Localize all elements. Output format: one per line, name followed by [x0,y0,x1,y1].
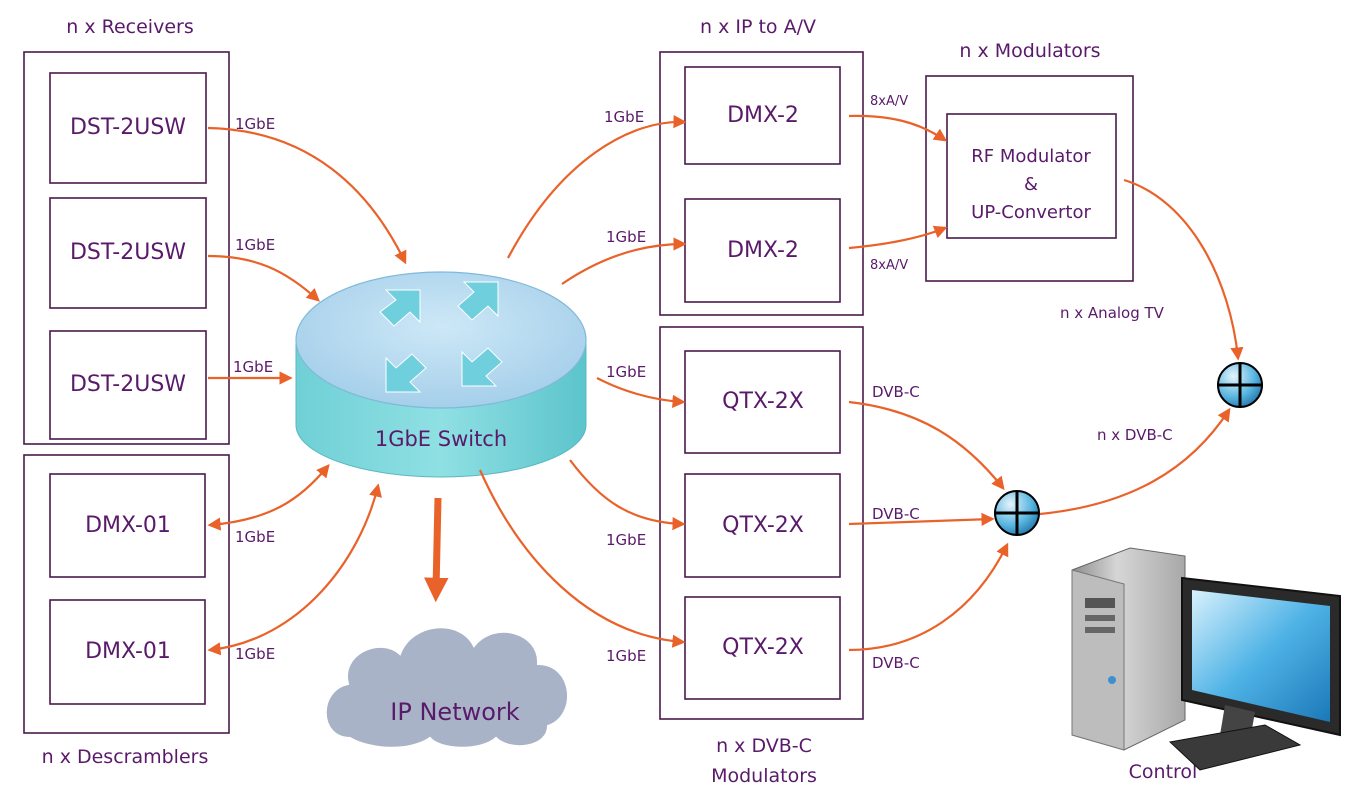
link-label: 1GbE [606,228,646,246]
control-label: Control [1129,761,1198,783]
qtx-label-2: QTX-2X [722,513,804,538]
link-label: 1GbE [233,358,273,376]
descrambler-label-2: DMX-01 [85,639,171,664]
rf-modulator-label-3: UP-Convertor [971,202,1091,223]
cloud-label: IP Network [390,698,519,726]
arrows [207,114,1244,656]
computer-icon[interactable] [1071,547,1341,771]
n-dvbc-label: n x DVB-C [1097,426,1173,444]
link-label: 1GbE [235,115,275,133]
descrambler-box-1[interactable] [49,473,206,578]
av-label-2: 8xA/V [870,258,908,273]
dvbc-label-2: DVB-C [872,505,920,523]
analog-tv-label: n x Analog TV [1060,304,1165,322]
dvbc-modulators-header-line1: n x DVB-C [716,735,812,757]
cloud-icon[interactable]: IP Network [324,626,570,749]
modulators-header: n x Modulators [959,40,1100,62]
av-label-1: 8xA/V [870,94,908,109]
link-label: 1GbE [606,363,646,381]
ipav-label-2: DMX-2 [727,238,799,263]
dvbc-modulators-header-line2: Modulators [711,765,817,787]
link-label: 1GbE [235,528,275,546]
descrambler-label-1: DMX-01 [85,513,171,538]
receivers-header: n x Receivers [66,16,193,38]
receiver-box-3[interactable] [49,330,207,440]
receiver-label-3: DST-2USW [70,372,186,397]
link-labels: 1GbE 1GbE 1GbE 1GbE 1GbE 1GbE 1GbE 1GbE … [233,94,1173,672]
ipav-box-2[interactable] [684,198,841,303]
rf-modulator-label-1: RF Modulator [971,146,1091,167]
qtx-box-2[interactable] [684,473,841,578]
switch-icon[interactable]: 1GbE Switch [295,271,587,478]
link-label: 1GbE [606,647,646,665]
link-label: 1GbE [604,108,644,126]
dvbc-label-3: DVB-C [872,654,920,672]
rf-modulator-box[interactable] [946,113,1117,239]
qtx-label-3: QTX-2X [722,635,804,660]
switch-label: 1GbE Switch [375,427,507,451]
receiver-label-1: DST-2USW [70,115,186,140]
receiver-box-1[interactable] [49,72,207,184]
combiner-icon-dvbc [994,490,1040,536]
ipav-label-1: DMX-2 [727,103,799,128]
receiver-box-2[interactable] [49,197,207,309]
combiner-icon-main [1217,362,1263,408]
dvbc-label-1: DVB-C [872,383,920,401]
receiver-label-2: DST-2USW [70,240,186,265]
qtx-box-1[interactable] [684,350,841,454]
link-label: 1GbE [606,531,646,549]
qtx-box-3[interactable] [684,596,841,700]
link-label: 1GbE [235,236,275,254]
ip-to-av-header: n x IP to A/V [700,16,816,38]
descrambler-box-2[interactable] [49,599,206,705]
descramblers-header: n x Descramblers [42,746,209,768]
link-label: 1GbE [235,645,275,663]
qtx-label-1: QTX-2X [722,389,804,414]
rf-modulator-label-2: & [1024,174,1038,195]
